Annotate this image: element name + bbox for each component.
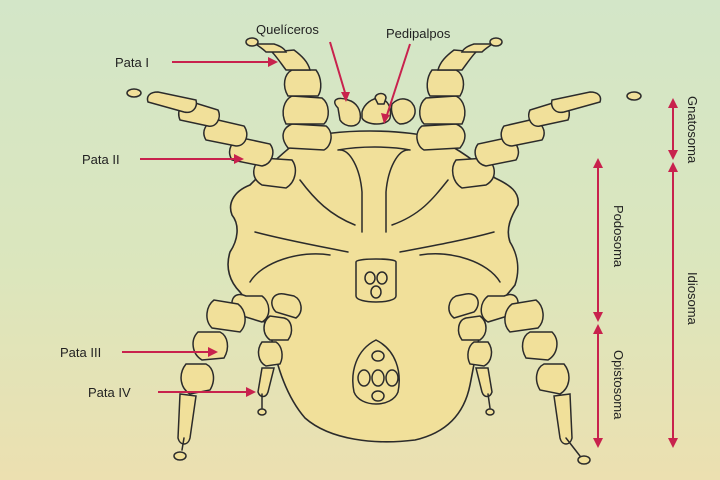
leg-iii-left xyxy=(174,295,269,460)
label-idiosoma: Idiosoma xyxy=(685,272,700,326)
label-opistosoma: Opistosoma xyxy=(611,350,626,420)
anal-pore-top xyxy=(372,351,384,361)
label-gnatosoma: Gnatosoma xyxy=(685,96,700,164)
queliceros-arrow xyxy=(330,42,346,96)
label-pedipalpos: Pedipalpos xyxy=(386,26,451,41)
label-queliceros: Quelíceros xyxy=(256,22,319,37)
anal-pore-left xyxy=(358,370,370,386)
hypostome-tip xyxy=(375,94,386,105)
leg-iii-right xyxy=(481,295,590,464)
label-pata-i: Pata I xyxy=(115,55,149,70)
label-pata-iv: Pata IV xyxy=(88,385,131,400)
label-pata-ii: Pata II xyxy=(82,152,120,167)
anal-pore-right xyxy=(386,370,398,386)
label-pata-iii: Pata III xyxy=(60,345,101,360)
gnatosoma-shape xyxy=(335,98,361,126)
label-podosoma: Podosoma xyxy=(611,205,626,268)
genital-pore-2 xyxy=(377,272,387,284)
anal-pore-mid xyxy=(372,370,384,386)
leg-i-left xyxy=(246,38,331,150)
leg-i-right xyxy=(417,38,502,150)
anal-pore-bottom xyxy=(372,391,384,401)
quelicero-right xyxy=(391,99,415,124)
genital-pore-1 xyxy=(365,272,375,284)
leg-ii-left xyxy=(127,89,295,188)
genital-pore-3 xyxy=(371,286,381,298)
leg-ii-right xyxy=(453,92,641,188)
